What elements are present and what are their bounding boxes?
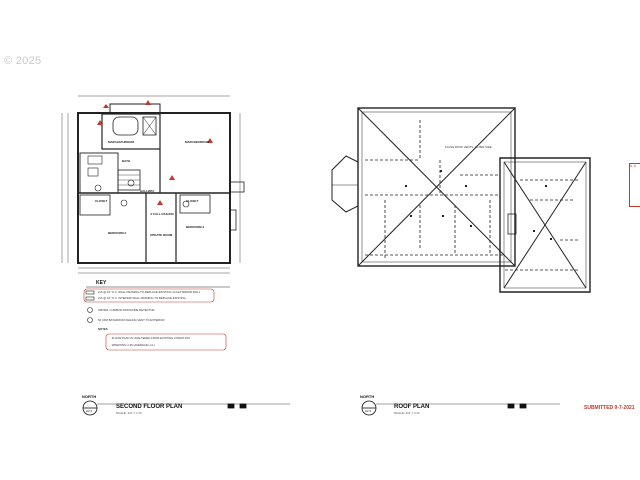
room-label-bath: BATH [122,159,131,163]
roof-plan [331,107,591,293]
north-label-right: NORTH [360,394,375,399]
note-2: - WINDOWS U-35 (AVERAGE U.A.) [110,343,155,347]
room-label-fall-railing: 4' FALL RAILING [150,212,174,216]
sheet-ref-right: A2.3 [365,409,372,413]
roof-plan-title: ROOF PLAN [394,404,430,410]
title-block-left [82,400,290,416]
second-floor-plan-title: SECOND FLOOR PLAN [116,404,183,410]
key-legend-lines [85,286,230,323]
roof-vent-note: FLUSH ROOF VENTS, 15 PER SIDE [445,145,492,149]
copyright-watermark: © 2025 [4,55,42,67]
revision-marks [97,100,213,205]
room-label-bedroom-3: BEDROOM 3 [186,225,205,229]
side-note-text: D. P. [630,164,637,168]
room-label-closet-2: CLOSET [186,199,199,203]
room-label-update-room: UPDATE ROOM [150,233,173,237]
second-floor-plan [61,95,245,274]
room-label-hallway: HALLWAY [140,189,155,193]
roof-plan-scale: SCALE: 1/4" = 1'-0" [394,411,421,415]
revision-clouds [83,288,227,351]
north-label-left: NORTH [82,394,97,399]
second-floor-plan-scale: SCALE: 1/4" = 1'-0" [116,411,143,415]
key-title: KEY [96,280,107,286]
room-label-closet: CLOSET [95,199,108,203]
key-item-4: 60 CFM BATHROOM CEILING VENT TO EXTERIOR [98,318,165,322]
notes-title: NOTES [98,327,108,331]
sheet-ref-left: A2.2 [86,409,93,413]
room-label-main-bedroom: MAIN BEDROOM [185,140,210,144]
submitted-stamp: SUBMITTED 9-7-2021 [584,405,635,411]
room-label-main-bath: MAIN BATHROOM [108,140,134,144]
key-item-1: 2x6 @ 16" O.C. WALL FRAMING TO REPLACE E… [98,290,201,294]
key-item-3: SMOKE / CARBON MONOXIDE DETECTOR [98,308,155,312]
key-item-2: 2x6 @ 16" O.C. INTERIOR WALL FRAMING TO … [98,296,186,300]
title-block-right [361,400,560,416]
side-note-box: D. P. [629,163,640,207]
room-label-bedroom-2: BEDROOM 2 [108,231,127,235]
note-1: - FLOOR PLAN IS UNALTERED FROM EXISTING … [110,336,190,340]
